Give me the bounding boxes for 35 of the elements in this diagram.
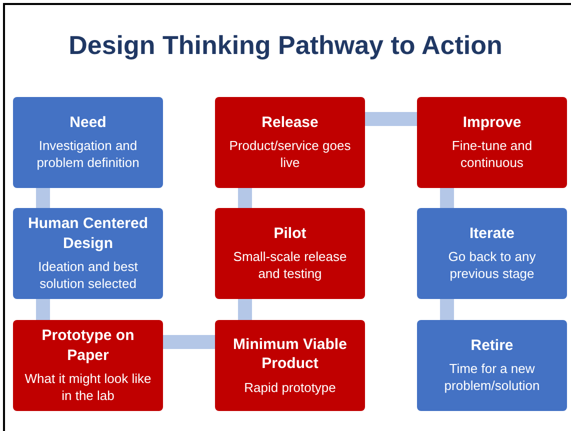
stage-title: Release <box>262 112 318 132</box>
stage-card <box>215 320 365 411</box>
stage-description: Ideation and best solution selected <box>37 259 139 293</box>
connector-bar <box>36 299 50 320</box>
connector-bar <box>365 112 417 126</box>
connector-bar <box>440 299 454 320</box>
connector-bar <box>238 188 252 208</box>
stage-card <box>215 97 365 188</box>
stage-card <box>417 320 567 411</box>
connector-bar <box>36 188 50 208</box>
stage-description: Product/service goes live <box>228 138 352 172</box>
stage-description: Fine-tune and continuous <box>450 138 534 172</box>
stage-title: Need <box>70 112 106 132</box>
stage-title: Pilot <box>274 224 306 244</box>
title: Design Thinking Pathway to Action <box>68 30 504 61</box>
stage-description: Small-scale release and testing <box>232 249 348 284</box>
stage-title: Iterate <box>469 224 515 244</box>
stage-description: Investigation and problem definition <box>36 138 140 172</box>
stage-card <box>417 97 567 188</box>
stage-title: Prototype on Paper <box>40 326 136 366</box>
stage-title: Minimum Viable Product <box>232 334 348 374</box>
stage-description: Rapid prototype <box>244 380 336 396</box>
stage-description: Go back to any previous stage <box>447 249 537 284</box>
stage-title: Human Centered Design <box>26 214 150 254</box>
stage-title: Retire <box>470 336 514 356</box>
stage-title: Improve <box>462 112 522 132</box>
stage-card <box>13 208 163 299</box>
stage-description: Time for a new problem/solution <box>443 361 541 396</box>
stage-description: What it might look like in the lab <box>24 371 152 405</box>
stage-card <box>417 208 567 299</box>
connector-bar <box>238 299 252 320</box>
connector-bar <box>163 335 215 349</box>
stage-card <box>13 97 163 188</box>
stage-card <box>13 320 163 411</box>
stage-card <box>215 208 365 299</box>
